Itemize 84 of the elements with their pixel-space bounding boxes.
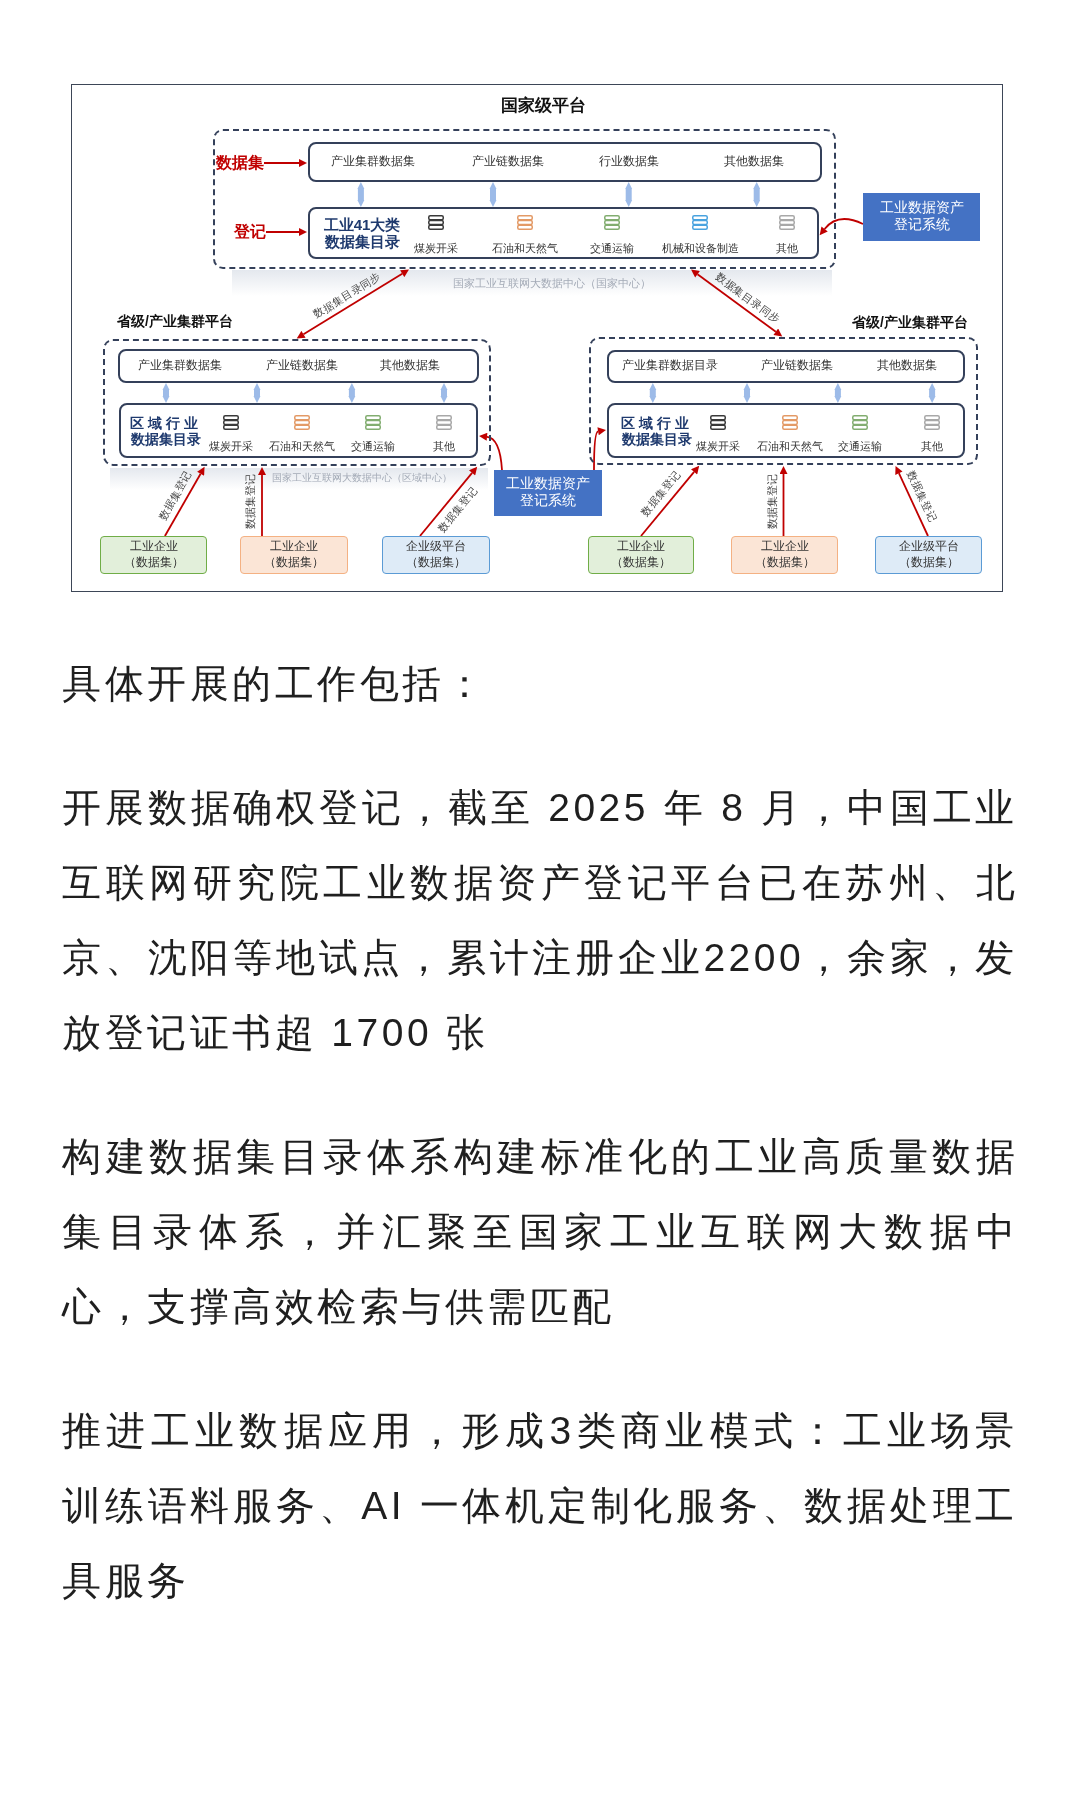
double-arrow — [625, 182, 633, 207]
dataset-label: 行业数据集 — [599, 155, 659, 169]
double-arrow — [691, 269, 783, 337]
catalog-title: 区域行业数据集目录 — [620, 414, 694, 448]
edge-label: 数据集登记 — [766, 473, 777, 528]
catalog-panel — [308, 207, 819, 259]
dataset-label: 产业链数据集 — [472, 155, 544, 169]
arrow — [265, 228, 307, 236]
section-heading: 具体开展的工作包括： — [62, 661, 488, 707]
catalog-title: 区域行业数据集目录 — [129, 414, 203, 448]
curved-arrow — [479, 432, 503, 471]
source-box: 工业企业（数据集） — [100, 536, 207, 574]
edge-label: 数据集目录同步 — [713, 270, 782, 325]
double-arrow — [834, 383, 842, 403]
source-box: 企业级平台（数据集） — [875, 536, 982, 574]
dataset-panel — [308, 142, 822, 182]
dataset-label: 产业链数据集 — [761, 359, 833, 373]
catalog-title: 工业41大类数据集目录 — [322, 215, 402, 251]
edge-label: 数据集登记 — [156, 468, 193, 522]
row-label: 数据集 — [216, 153, 264, 173]
dataset-label: 产业集群数据集 — [138, 359, 222, 373]
category-label: 交通运输 — [590, 241, 634, 255]
category-label: 石油和天然气 — [492, 241, 558, 255]
dataset-label: 产业链数据集 — [266, 359, 338, 373]
arrow — [640, 465, 700, 537]
dataset-panel — [607, 350, 965, 383]
edge-label: 数据集登记 — [436, 484, 480, 534]
double-arrow — [649, 383, 657, 403]
category-label: 煤炭开采 — [696, 439, 740, 453]
dataset-panel — [118, 349, 479, 383]
row-label: 登记 — [234, 222, 266, 242]
category-label: 石油和天然气 — [757, 439, 823, 453]
dataset-label: 产业集群数据集 — [331, 155, 415, 169]
double-arrow — [357, 182, 365, 207]
source-box: 工业企业（数据集） — [731, 536, 838, 574]
curved-arrow — [593, 427, 606, 471]
platform-title: 国家级平台 — [500, 95, 586, 117]
dataset-label: 其他数据集 — [877, 359, 937, 373]
registry-box: 工业数据资产登记系统 — [494, 470, 602, 516]
category-label: 交通运输 — [838, 439, 882, 453]
curved-arrow — [819, 218, 864, 235]
catalog-panel — [607, 403, 965, 458]
edge-label: 数据集目录同步 — [311, 270, 383, 320]
category-label: 其他 — [433, 439, 455, 453]
arrow — [419, 466, 478, 537]
paragraph: 开展数据确权登记，截至 2025 年 8 月，中国工业互联网研究院工业数据资产登记平台已在苏州、北京、沈阳等地试点，累计注册企业2200，余家，发放登记证书超 1700 张 — [62, 785, 1018, 1056]
category-label: 交通运输 — [351, 439, 395, 453]
registry-box: 工业数据资产登记系统 — [863, 193, 980, 241]
double-arrow — [928, 383, 936, 403]
double-arrow — [489, 182, 497, 207]
source-box: 工业企业（数据集） — [240, 536, 348, 574]
base-label: 国家工业互联网大数据中心（区域中心） — [272, 472, 452, 484]
platform-title: 省级/产业集群平台 — [117, 312, 233, 330]
double-arrow — [753, 182, 761, 207]
dataset-label: 其他数据集 — [724, 155, 784, 169]
double-arrow — [440, 383, 448, 403]
category-label: 其他 — [776, 241, 798, 255]
arrow — [263, 159, 307, 167]
category-label: 其他 — [921, 439, 943, 453]
edge-label: 数据集登记 — [639, 468, 683, 518]
catalog-panel — [119, 403, 478, 458]
arrow — [779, 466, 788, 537]
dataset-label: 其他数据集 — [380, 359, 440, 373]
edge-label: 数据集登记 — [906, 468, 939, 523]
platform-title: 省级/产业集群平台 — [852, 313, 968, 331]
category-label: 煤炭开采 — [209, 439, 253, 453]
source-box: 工业企业（数据集） — [588, 536, 694, 574]
category-label: 煤炭开采 — [414, 241, 458, 255]
base-label: 国家工业互联网大数据中心（国家中心） — [453, 277, 651, 291]
edge-label: 数据集登记 — [244, 473, 256, 529]
double-arrow — [743, 383, 751, 403]
double-arrow — [253, 383, 261, 403]
double-arrow — [162, 383, 170, 403]
category-label: 石油和天然气 — [269, 439, 335, 453]
double-arrow — [296, 269, 409, 339]
double-arrow — [348, 383, 356, 403]
paragraph: 构建数据集目录体系构建标准化的工业高质量数据集目录体系，并汇聚至国家工业互联网大数据中心，支撑高效检索与供需匹配 — [62, 1134, 1018, 1330]
category-label: 机械和设备制造 — [661, 241, 739, 255]
paragraph: 推进工业数据应用，形成3类商业模式：工业场景训练语料服务、AI 一体机定制化服务、数据处理工具服务 — [62, 1408, 1018, 1604]
arrow — [895, 465, 929, 537]
arrow — [164, 466, 205, 537]
dataset-label: 产业集群数据目录 — [622, 359, 718, 373]
source-box: 企业级平台（数据集） — [382, 536, 490, 574]
arrow — [258, 467, 266, 537]
